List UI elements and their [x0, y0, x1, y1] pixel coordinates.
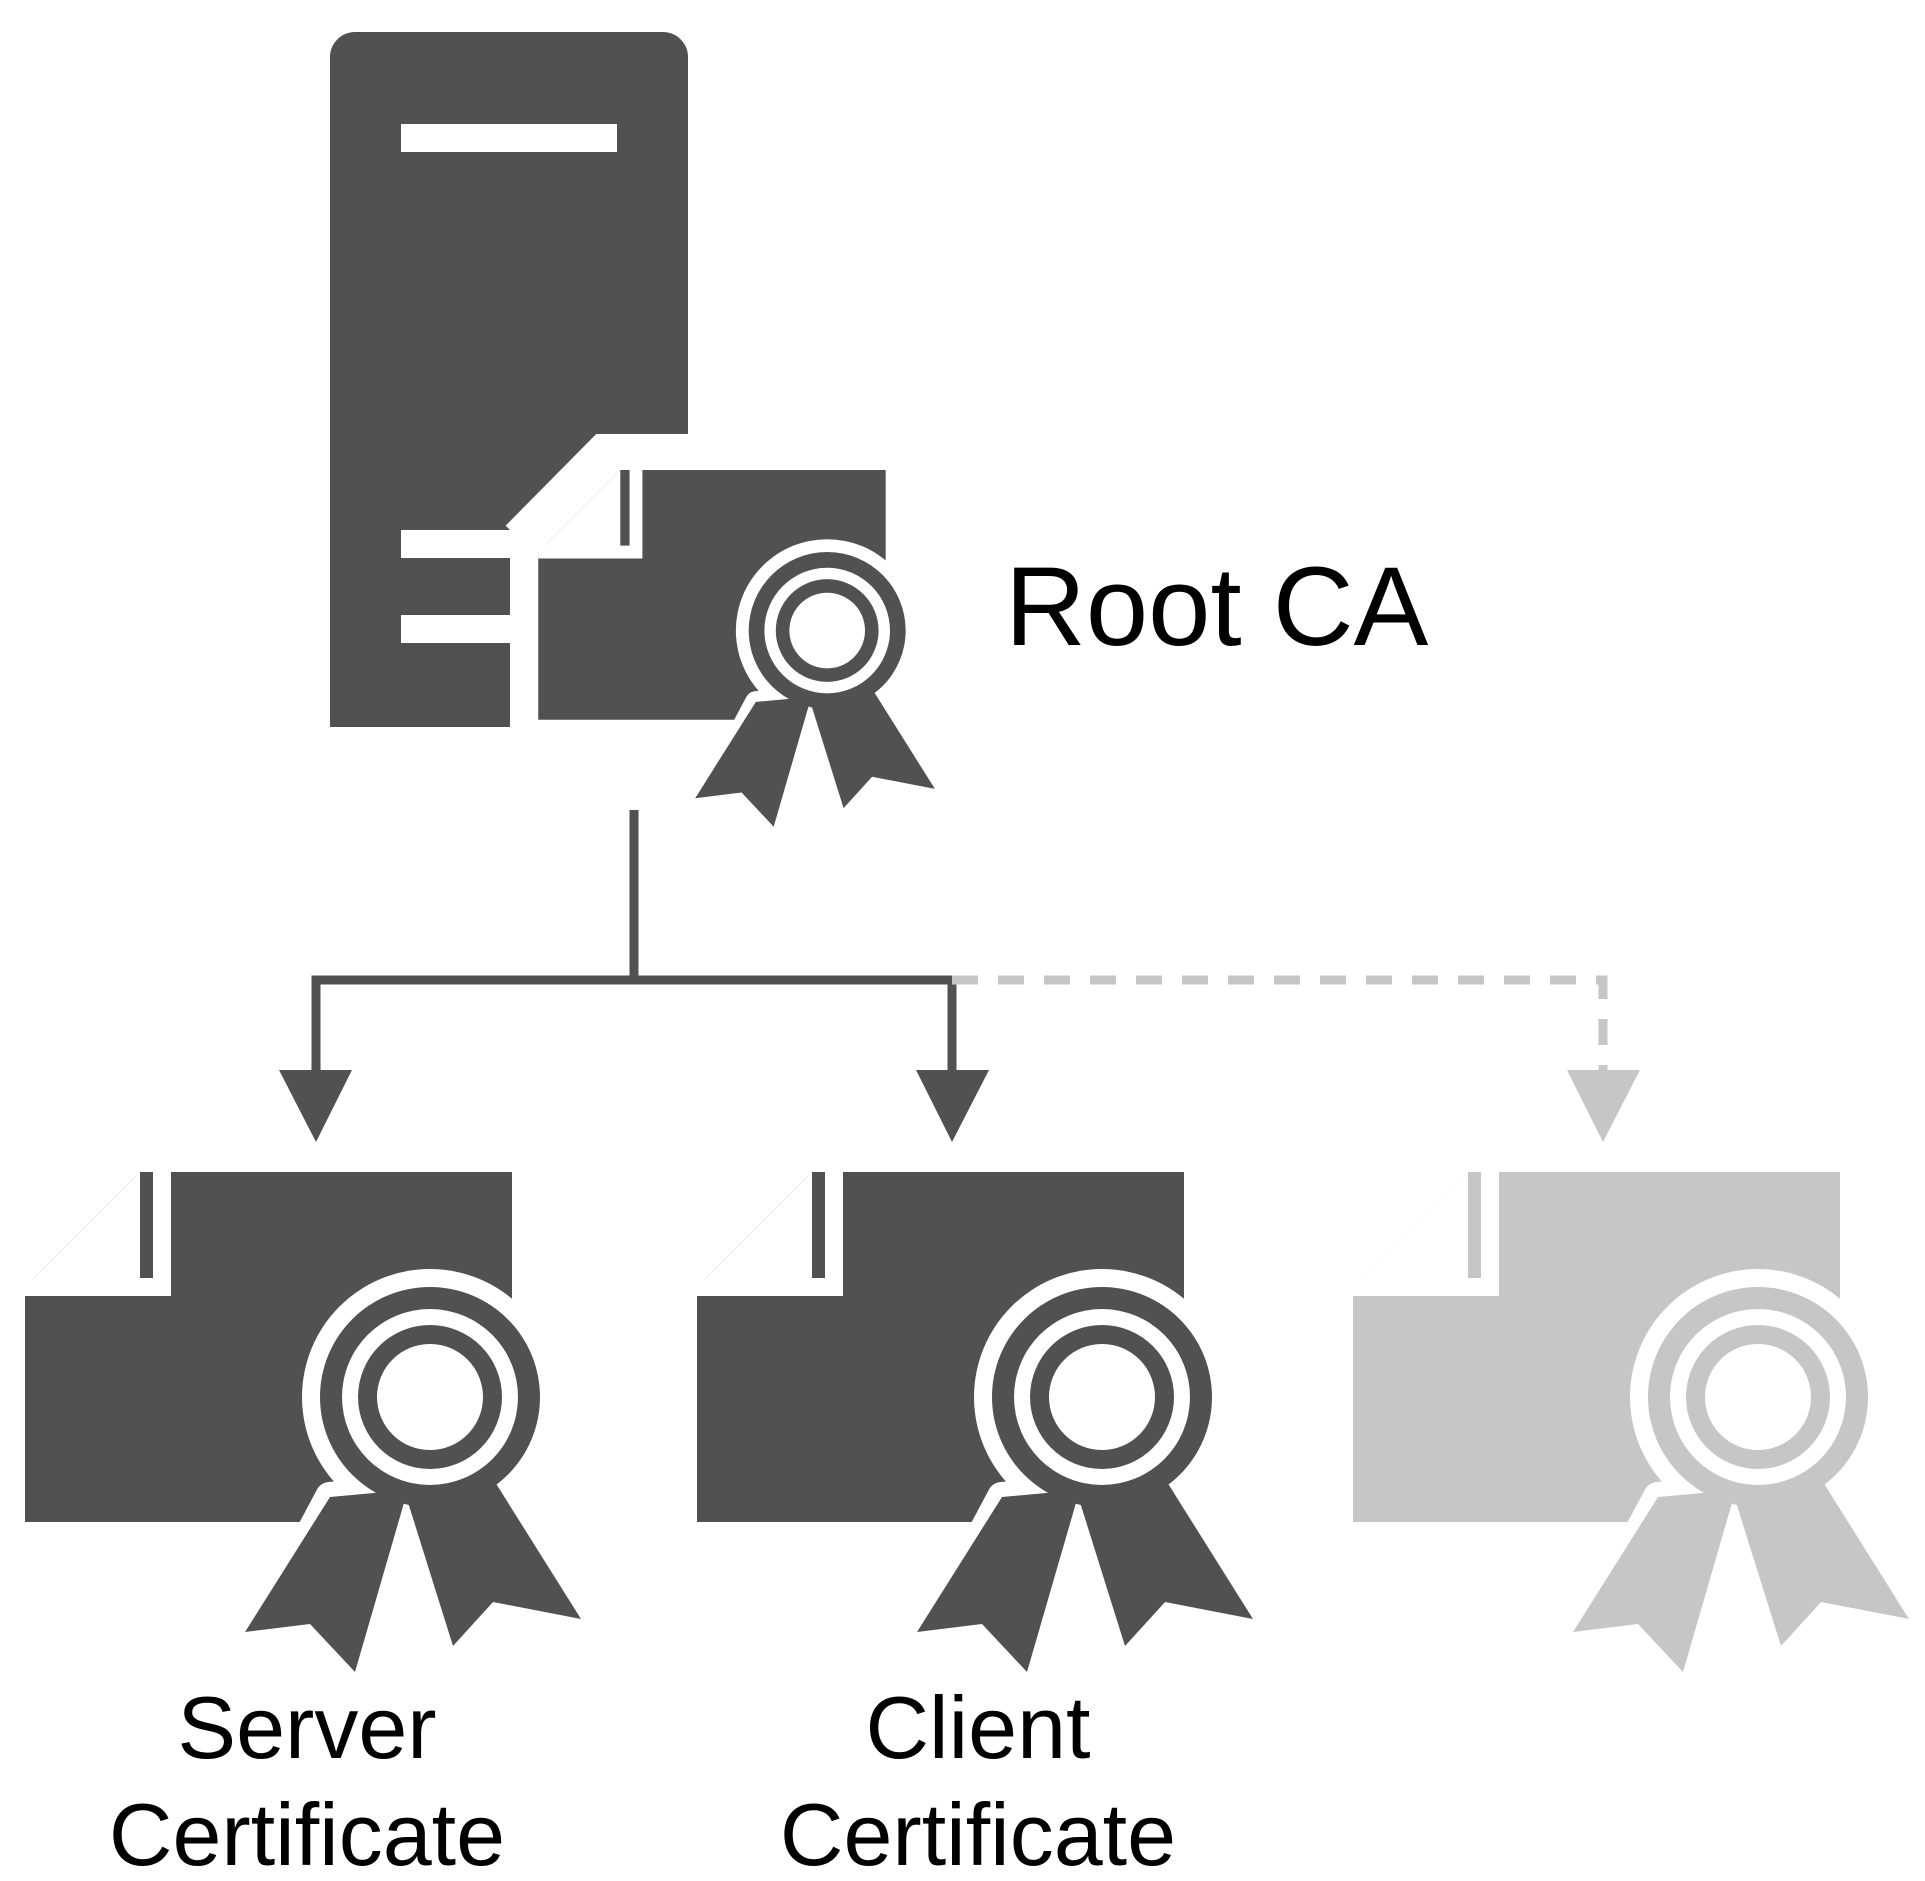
server-certificate-label-line2: Certificate: [109, 1785, 505, 1881]
connector-lines: [279, 810, 1640, 1142]
client-certificate-icon: [697, 1172, 1253, 1672]
root-ca-label: Root CA: [1005, 544, 1429, 669]
arrow-head-server: [279, 1070, 352, 1142]
client-certificate-label-line1: Client: [866, 1678, 1091, 1777]
server-certificate-node: Server Certificate: [25, 1172, 581, 1881]
server-certificate-label-line1: Server: [177, 1678, 436, 1777]
arrow-head-pending: [1567, 1070, 1640, 1142]
pending-certificate-node: [1353, 1172, 1909, 1672]
pending-certificate-icon: [1353, 1172, 1909, 1672]
server-certificate-icon: [25, 1172, 581, 1672]
root-ca-node: Root CA: [330, 32, 1429, 827]
client-certificate-node: Client Certificate: [697, 1172, 1253, 1881]
arrow-head-client: [916, 1070, 989, 1142]
client-certificate-label-line2: Certificate: [780, 1785, 1176, 1881]
pending-connector-line: [952, 975, 1608, 1078]
root-certificate-icon: [538, 470, 935, 827]
server-icon: [330, 32, 688, 727]
